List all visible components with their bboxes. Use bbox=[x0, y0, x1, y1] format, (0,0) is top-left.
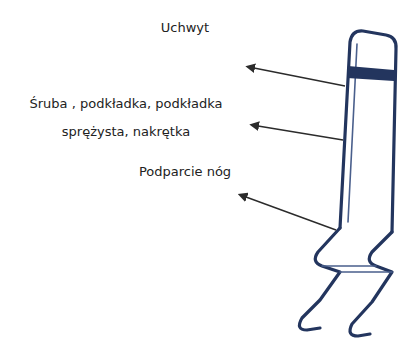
part-label: Podparcie nóg bbox=[130, 158, 240, 186]
part-label: Uchwyt bbox=[140, 14, 230, 42]
leader-arrows bbox=[246, 68, 345, 230]
handle-band bbox=[347, 66, 394, 81]
part-label: Śruba , podkładka, podkładka sprężysta, … bbox=[6, 90, 246, 146]
frame-tubes bbox=[299, 31, 396, 336]
